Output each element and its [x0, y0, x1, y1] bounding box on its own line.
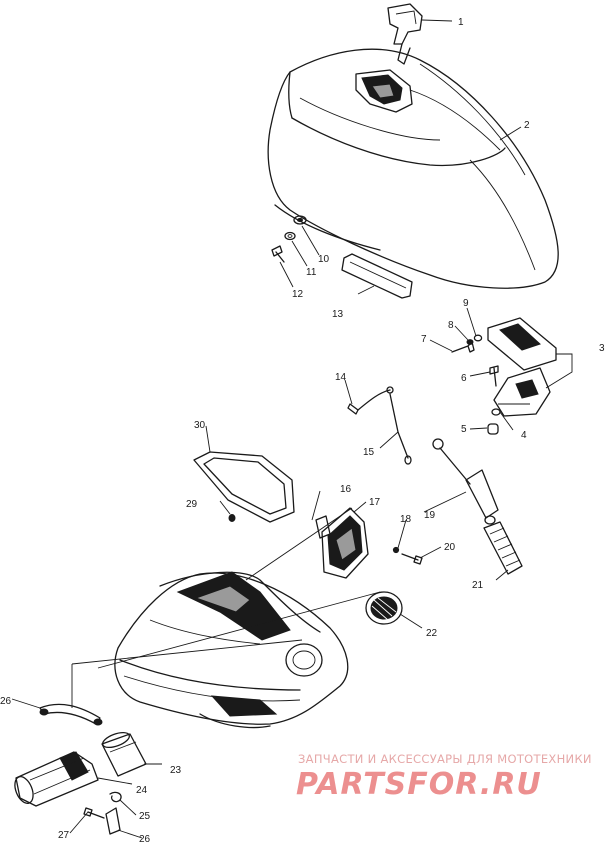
part-21-spring-boot: [483, 521, 523, 575]
part-6-screw: [489, 365, 499, 387]
callout-6: 6: [461, 373, 467, 384]
watermark-tagline: ЗАПЧАСТИ И АКСЕССУАРЫ ДЛЯ МОТОТЕХНИКИ: [298, 752, 592, 766]
part-2-hood-cover: [267, 48, 559, 289]
callout-7: 7: [421, 334, 427, 345]
part-3-hinge-bracket: [487, 317, 557, 417]
part-10-grommet: [293, 215, 307, 225]
callout-12: 12: [292, 289, 304, 300]
callout-16: 16: [340, 484, 352, 495]
storage-tub: [114, 571, 349, 729]
callout-1: 1: [458, 17, 464, 28]
part-13-pad: [341, 253, 413, 299]
callout-27: 27: [58, 830, 70, 841]
part-8-washer: [466, 339, 474, 345]
part-25-clip: [105, 791, 122, 835]
callout-17: 17: [369, 497, 381, 508]
part-27-screw: [83, 807, 105, 819]
callout-30: 30: [194, 420, 206, 431]
callout-21: 21: [472, 580, 484, 591]
callout-29: 29: [186, 499, 198, 510]
callout-8: 8: [448, 320, 454, 331]
callout-11: 11: [306, 267, 317, 278]
callout-20: 20: [444, 542, 456, 553]
callout-15: 15: [363, 447, 375, 458]
callout-23: 23: [170, 765, 182, 776]
callout-14: 14: [335, 372, 347, 383]
part-14-clip: [347, 403, 359, 415]
callout-4: 4: [521, 430, 527, 441]
part-20-screw: [401, 553, 423, 565]
watermark: ЗАПЧАСТИ И АКСЕССУАРЫ ДЛЯ МОТОТЕХНИКИ PA…: [296, 752, 592, 802]
callout-22: 22: [426, 628, 438, 639]
part-17-cover-plate: [321, 507, 369, 579]
part-24-canister: [14, 751, 99, 807]
part-29-screw: [228, 514, 236, 522]
part-5-spacer: [487, 423, 499, 435]
callout-5: 5: [461, 424, 467, 435]
callout-labels: 1 2 3 4 5 6 7 8 9 10 11 12 13 14 15 16 1…: [0, 17, 605, 844]
callout-10: 10: [318, 254, 330, 265]
callout-2: 2: [524, 120, 530, 131]
callout-26-bottom: 26: [139, 834, 151, 844]
callout-13: 13: [332, 309, 344, 320]
part-30-frame: [193, 451, 295, 523]
part-19-gas-strut: [432, 438, 499, 525]
part-26-handle-strap: [39, 703, 103, 726]
callout-18: 18: [400, 514, 412, 525]
watermark-logo: PARTSFOR.RU: [296, 767, 542, 802]
part-9-nut: [473, 334, 483, 342]
part-1-handle: [387, 3, 423, 65]
part-23-cylinder: [101, 731, 147, 777]
part-22-round-cap: [365, 591, 403, 625]
part-4-bushing: [491, 408, 501, 416]
part-11-washer: [284, 231, 296, 241]
callout-25: 25: [139, 811, 151, 822]
callout-9: 9: [463, 298, 469, 309]
callout-24: 24: [136, 785, 148, 796]
callout-3: 3: [599, 343, 605, 354]
part-12-screw: [271, 245, 285, 263]
leader-lines: [11, 19, 573, 839]
callout-19: 19: [424, 510, 436, 521]
callout-26-left: 26: [0, 696, 12, 707]
part-18-washer: [392, 546, 400, 554]
